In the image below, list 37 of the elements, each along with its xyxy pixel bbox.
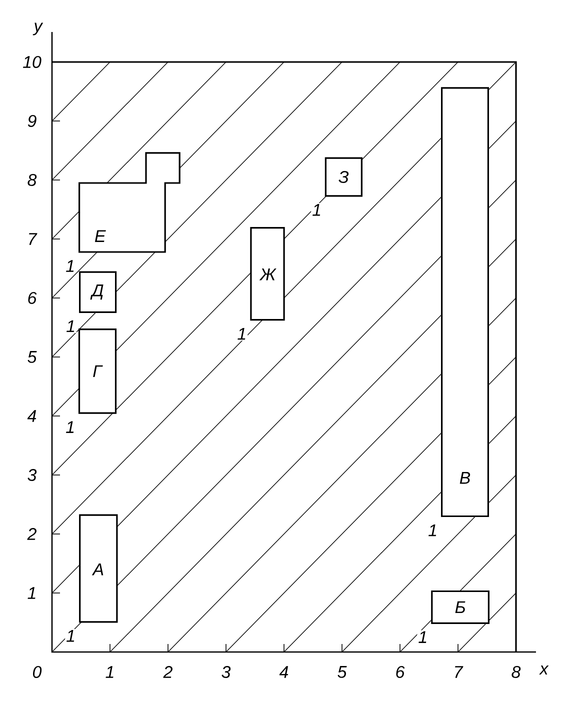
tick-label: 2 xyxy=(27,528,36,540)
tick-label: 9 xyxy=(28,114,36,128)
hole-rectangle: В xyxy=(441,87,489,518)
tick-label: 1 xyxy=(106,666,114,678)
tick-label: 7 xyxy=(29,233,38,245)
corner-mark: 1 xyxy=(65,629,77,643)
tick-label: 3 xyxy=(222,666,231,678)
tick-label: 10 xyxy=(22,56,42,68)
tick-label: 6 xyxy=(396,666,405,678)
tick-label: 8 xyxy=(28,174,37,186)
tick-label: 6 xyxy=(28,292,37,304)
tick-label: 4 xyxy=(279,666,288,678)
tick-label: 2 xyxy=(163,666,172,678)
tick-label: 3 xyxy=(28,468,37,482)
hole-rectangle: З xyxy=(324,157,362,197)
tick-label: 5 xyxy=(338,666,347,678)
tick-label: 5 xyxy=(28,351,37,363)
tick-label: 8 xyxy=(512,666,521,678)
hole-outline: Е xyxy=(78,152,180,253)
hole-rectangle: Ж xyxy=(250,227,285,321)
corner-mark: 1 xyxy=(64,259,76,273)
axis-label: x xyxy=(539,666,549,674)
hole-rectangle: Б xyxy=(431,590,490,624)
corner-mark: 1 xyxy=(311,203,323,217)
corner-mark: 1 xyxy=(417,630,429,644)
hole-rectangle: А xyxy=(79,514,118,623)
hole-rectangle: Д xyxy=(79,271,117,313)
tick-label: 1 xyxy=(28,587,36,599)
axis-label: y xyxy=(32,22,44,36)
corner-mark: 1 xyxy=(65,319,77,334)
tick-label: 4 xyxy=(27,410,36,422)
hole-rectangle: Г xyxy=(78,328,117,414)
corner-mark: 1 xyxy=(64,420,76,434)
corner-mark: 1 xyxy=(427,523,439,538)
tick-label: 0 xyxy=(33,666,42,678)
corner-mark: 1 xyxy=(236,326,248,341)
tick-label: 7 xyxy=(455,666,464,678)
